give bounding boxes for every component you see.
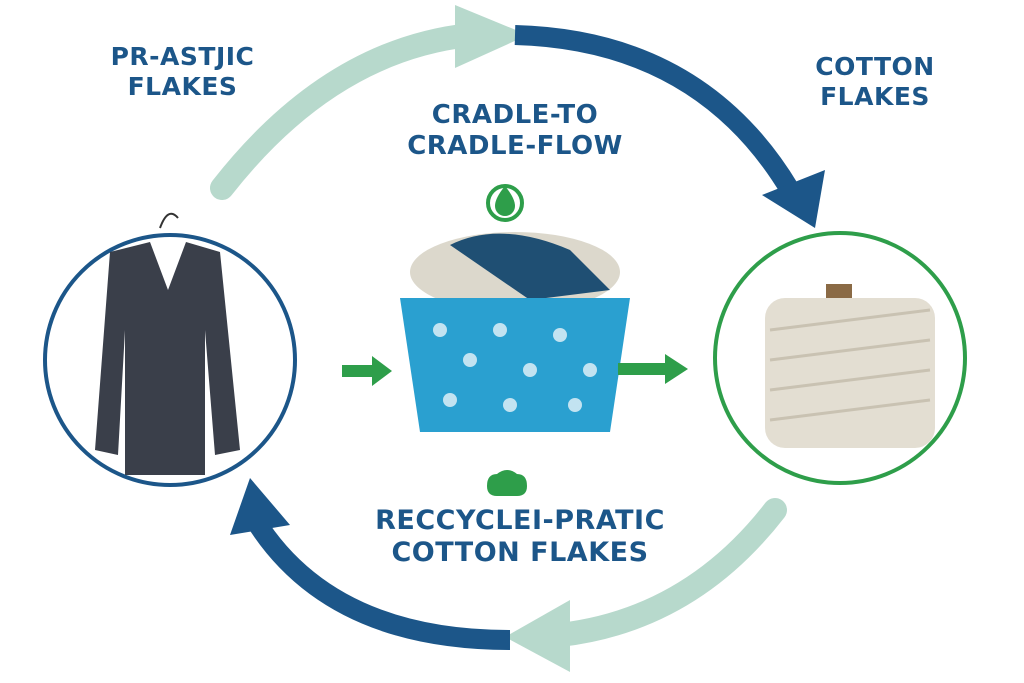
arc-dark-bottom xyxy=(246,514,511,650)
arrowhead-dark-top xyxy=(762,170,825,228)
label-cradle-flow: CRADLE-TO CRADLE-FLOW xyxy=(385,100,645,162)
label-line: CRADLE-FLOW xyxy=(407,131,623,162)
arrow-right-right xyxy=(618,354,688,384)
arrowhead-light-top xyxy=(455,5,528,68)
label-line: COTTON xyxy=(815,52,935,81)
label-line: CRADLE-TO xyxy=(431,100,599,130)
arrowhead-light-bottom xyxy=(505,600,570,672)
label-recycled-cotton: RECCYCLEI-PRATIC COTTON FLAKES xyxy=(345,505,695,570)
label-cotton-flakes: COTTON FLAKES xyxy=(800,52,950,112)
drop-icon xyxy=(486,184,524,222)
label-line: COTTON FLAKES xyxy=(391,537,649,569)
label-line: FLAKES xyxy=(127,72,238,101)
label-plastic-flakes: PR-ASTJIC FLAKES xyxy=(95,42,270,102)
yarn-cone-image xyxy=(765,284,935,448)
label-line: FLAKES xyxy=(820,82,930,111)
recycle-icon xyxy=(487,470,527,496)
arrowhead-dark-bottom xyxy=(230,478,290,535)
arrow-right-left xyxy=(342,356,392,386)
label-line: PR-ASTJIC xyxy=(110,42,255,71)
arc-light-top xyxy=(210,23,482,200)
label-line: RECCYCLEI-PRATIC xyxy=(375,505,665,536)
arc-light-bottom xyxy=(548,498,787,647)
clothes-basket-image xyxy=(400,232,630,432)
arc-dark-top xyxy=(514,25,799,196)
shirt-image xyxy=(95,212,240,475)
